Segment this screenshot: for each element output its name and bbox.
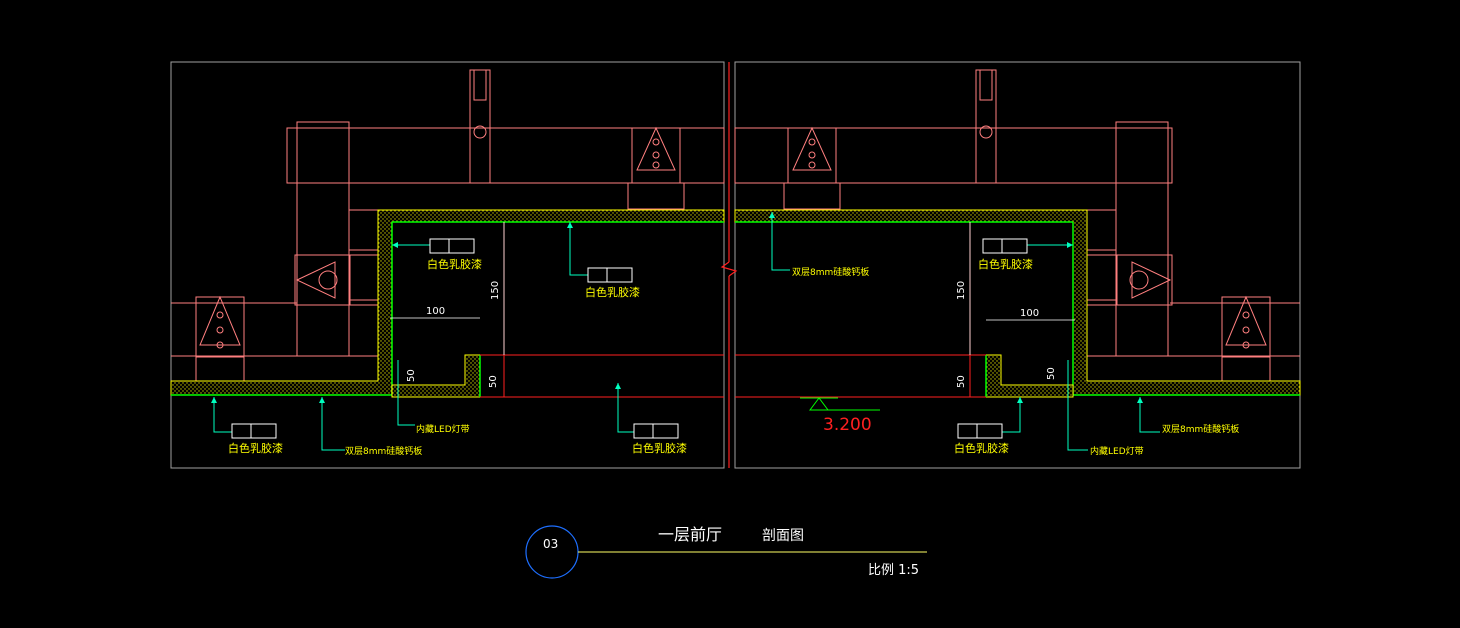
label-led-2: 内藏LED灯带: [1090, 445, 1144, 457]
label-board-2: 双层8mm硅酸钙板: [792, 266, 869, 278]
title-block: 03 一层前厅 剖面图 比例 1:5: [525, 525, 927, 579]
drawing-number: 03: [543, 537, 558, 551]
label-paint-4: 白色乳胶漆: [632, 441, 687, 455]
label-paint-3: 白色乳胶漆: [228, 441, 283, 455]
drawing-number-circle: [525, 525, 579, 579]
label-tag-boxes: [231, 238, 1028, 439]
dim-150-right: 150: [956, 281, 967, 300]
label-board-3: 双层8mm硅酸钙板: [1162, 423, 1239, 435]
dimension-lines: [390, 222, 1075, 355]
label-led-1: 内藏LED灯带: [416, 423, 470, 435]
break-line: [720, 62, 738, 468]
drawing-subtitle: 剖面图: [762, 528, 804, 544]
dimension-texts: 100 100 150 150 50 50 50 50: [406, 281, 1057, 388]
label-paint-6: 白色乳胶漆: [954, 441, 1009, 455]
dim-50-left-b: 50: [488, 375, 499, 388]
dim-50-right-b: 50: [956, 375, 967, 388]
elevation-value: 3.200: [823, 415, 872, 435]
dim-100-left: 100: [426, 306, 445, 317]
leader-lines: [213, 212, 1160, 451]
label-paint-1: 白色乳胶漆: [427, 257, 482, 271]
right-section-lines: [735, 222, 986, 398]
label-paint-5: 白色乳胶漆: [978, 257, 1033, 271]
dim-50-right-a: 50: [1046, 367, 1057, 380]
left-structure: [171, 69, 725, 383]
leader-arrowheads: [211, 212, 1143, 403]
dim-100-right: 100: [1020, 308, 1039, 319]
label-board-1: 双层8mm硅酸钙板: [345, 445, 422, 457]
left-section-lines: [480, 222, 724, 398]
left-board-profile: [170, 209, 725, 398]
drawing-title: 一层前厅: [658, 525, 722, 544]
label-paint-2: 白色乳胶漆: [585, 285, 640, 299]
right-viewport-frame: [734, 61, 1301, 469]
drawing-scale: 比例 1:5: [868, 563, 919, 578]
labels: 白色乳胶漆 白色乳胶漆 白色乳胶漆 白色乳胶漆 白色乳胶漆 白色乳胶漆 双层8m…: [228, 257, 1239, 457]
dim-50-left-a: 50: [406, 369, 417, 382]
right-structure: [734, 69, 1300, 383]
dim-150-left: 150: [490, 281, 501, 300]
elevation-marker: [800, 397, 880, 411]
